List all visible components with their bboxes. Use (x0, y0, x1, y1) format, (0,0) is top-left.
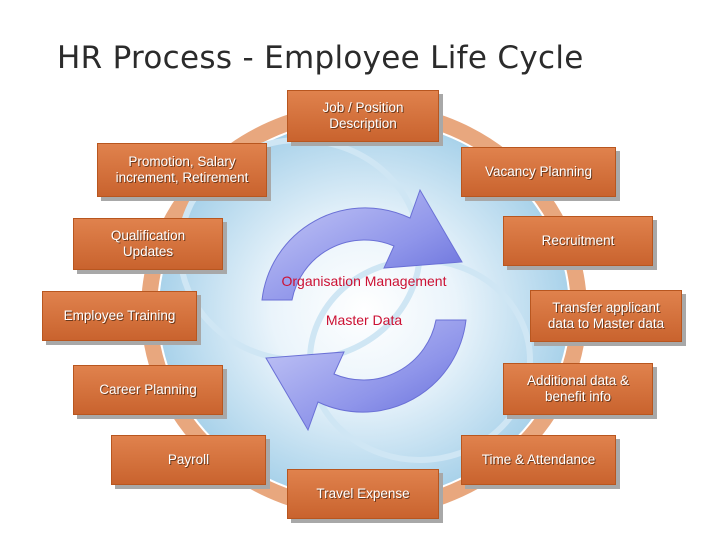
step-label: Time & Attendance (481, 452, 596, 467)
step-payroll: Payroll (111, 435, 266, 485)
step-label: data to Master data (547, 316, 665, 331)
center-disk (159, 120, 569, 500)
cycle-arrow-upper (261, 188, 463, 301)
step-label: Career Planning (99, 382, 197, 397)
step-label: Additional data & (526, 373, 630, 388)
step-label: Employee Training (63, 308, 176, 323)
step-label: increment, Retirement (115, 170, 249, 185)
page-title: HR Process - Employee Life Cycle (57, 40, 584, 76)
step-career-planning: Career Planning (73, 365, 223, 415)
step-label: Job / Position (322, 100, 404, 115)
cycle-arrow-lower (265, 319, 467, 432)
step-label: Recruitment (541, 233, 615, 248)
center-label-master-data: Master Data (325, 312, 403, 328)
step-time-attendance: Time & Attendance (461, 435, 616, 485)
center-label-organisation: Organisation Management (281, 273, 447, 289)
step-label: Qualification (110, 228, 186, 243)
step-label: Description (329, 116, 397, 131)
step-label: Transfer applicant (552, 300, 660, 315)
step-recruitment: Recruitment (503, 216, 653, 266)
step-label: Updates (122, 244, 174, 259)
step-additional-data: Additional data &benefit info (503, 363, 653, 415)
step-vacancy-planning: Vacancy Planning (461, 147, 616, 197)
step-employee-training: Employee Training (42, 291, 197, 341)
step-label: Promotion, Salary (128, 154, 236, 169)
step-travel-expense: Travel Expense (287, 469, 439, 519)
step-label: benefit info (544, 389, 612, 404)
step-label: Travel Expense (316, 486, 410, 501)
step-label: Vacancy Planning (484, 164, 593, 179)
cycle-arrows (261, 188, 467, 432)
step-label: Payroll (167, 452, 210, 467)
